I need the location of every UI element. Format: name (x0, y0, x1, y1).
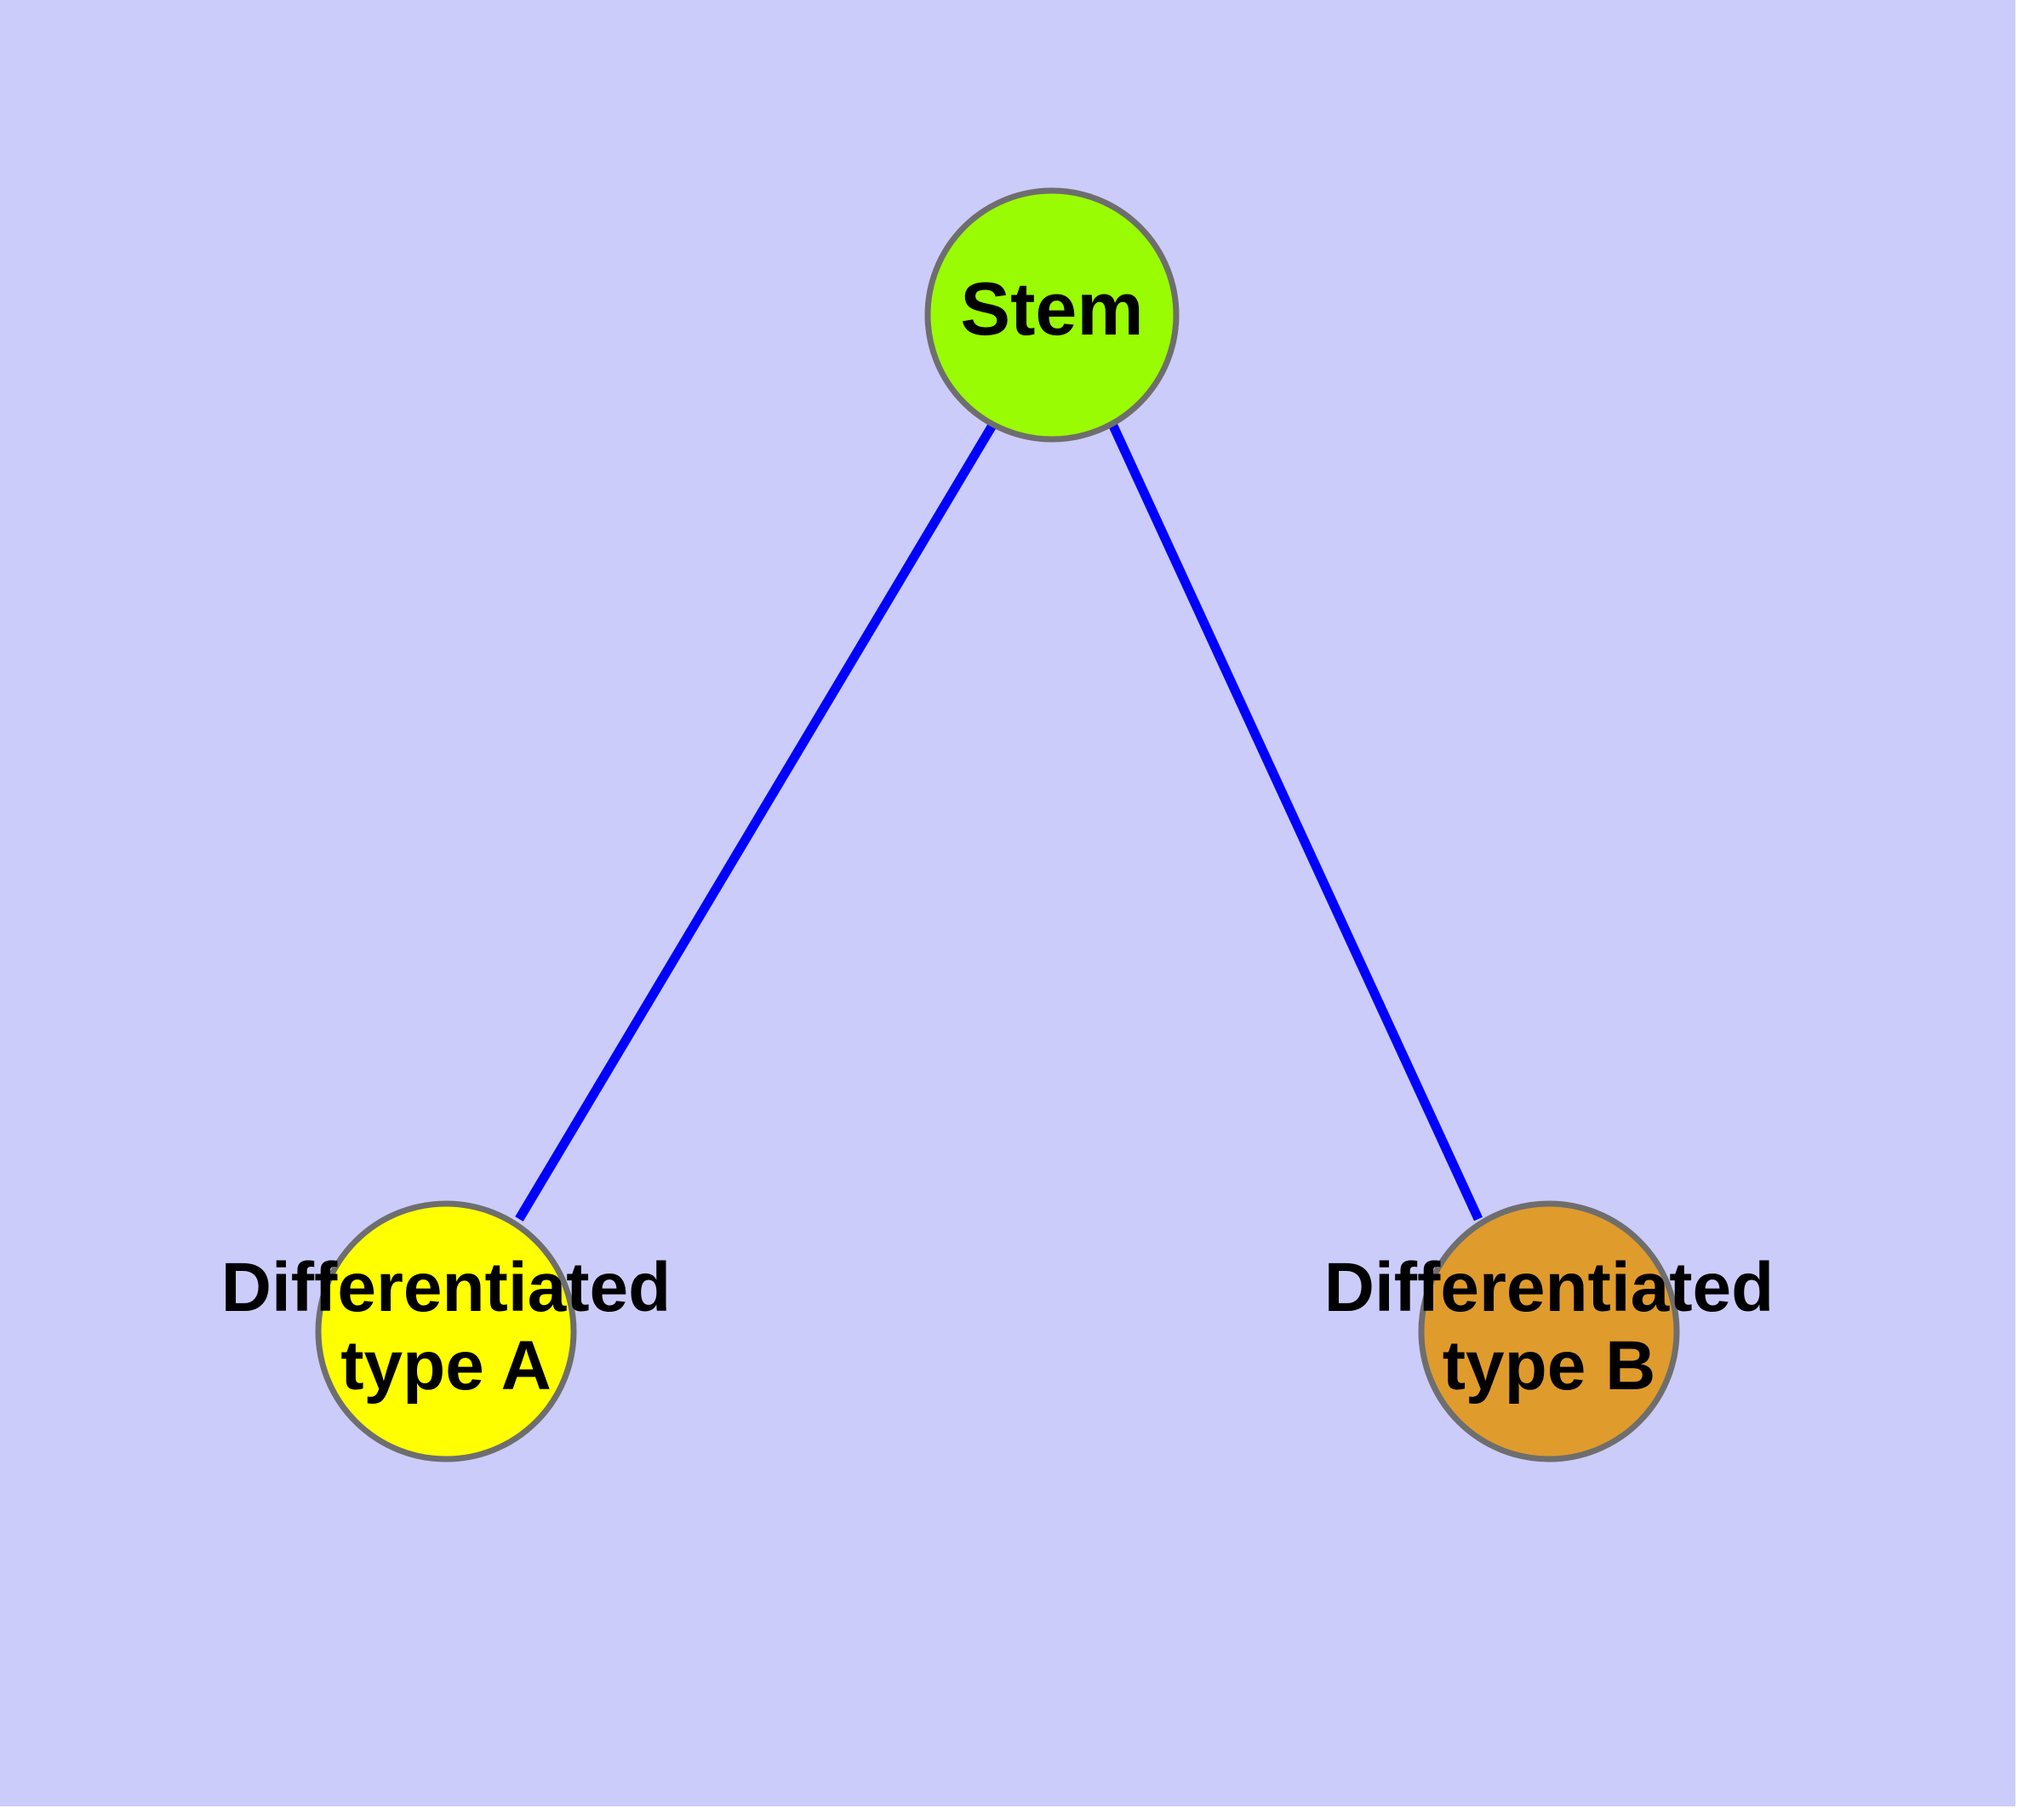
node-circle-differentiated-type-a[interactable] (315, 1200, 577, 1462)
node-label-line: Differentiated (221, 1249, 672, 1326)
node-layer (315, 187, 1680, 1462)
edge-layer (515, 421, 1483, 1222)
node-label-line: type B (1443, 1327, 1656, 1405)
node-label-line: Stem (960, 266, 1143, 351)
node-circle-differentiated-type-b[interactable] (1418, 1200, 1680, 1462)
node-circle-stem[interactable] (924, 187, 1180, 443)
node-label-stem: Stem (960, 266, 1143, 351)
edge-stem-to-differentiated-type-b[interactable] (1108, 421, 1483, 1222)
node-label-line: Differentiated (1324, 1249, 1775, 1326)
node-label-line: type A (340, 1327, 552, 1405)
edge-stem-to-differentiated-type-a[interactable] (515, 421, 997, 1222)
